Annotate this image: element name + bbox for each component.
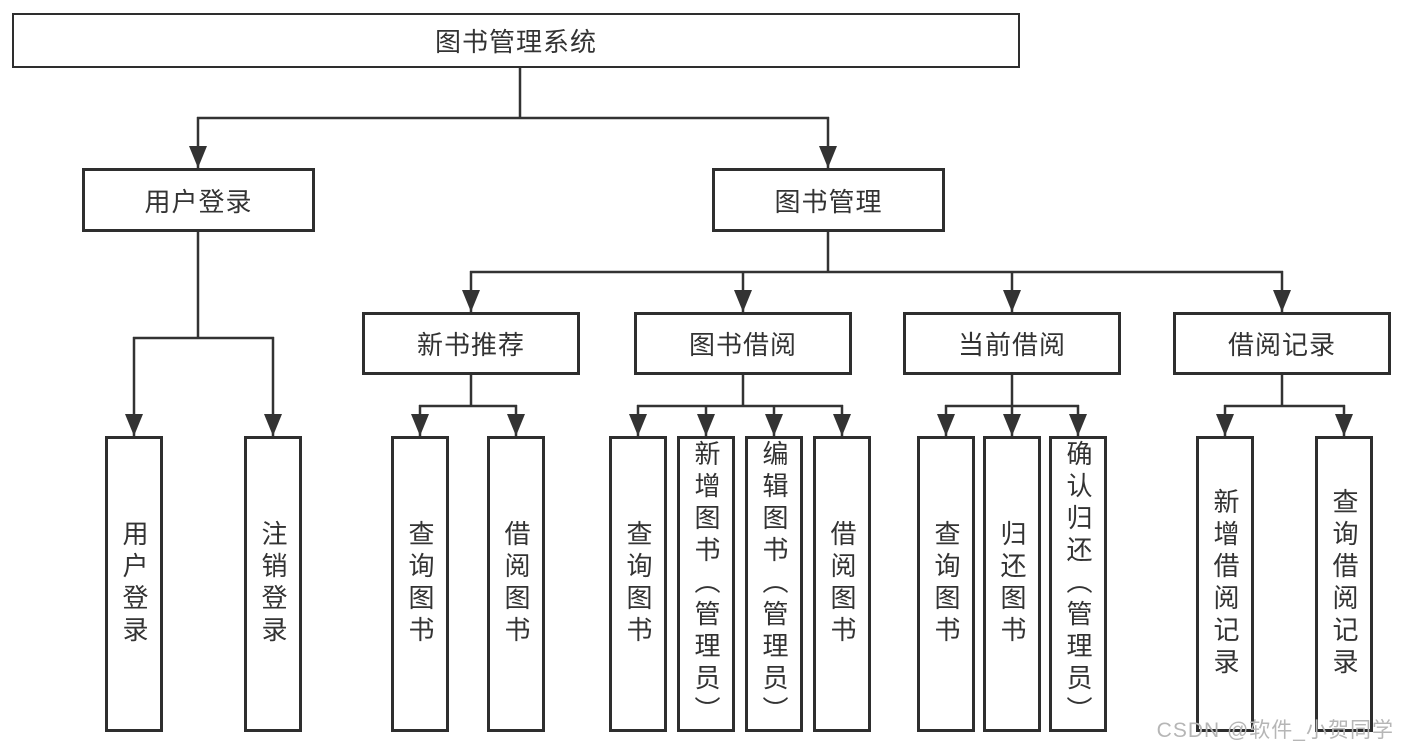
node-library-management-system: 图书管理系统 [12,13,1020,68]
node-new-book-recommendation: 新书推荐 [362,312,580,375]
leaf-logout: 注销登录 [244,436,302,732]
node-label: 新书推荐 [416,330,525,360]
node-label: 注销登录 [258,520,288,648]
leaf-query-books-current: 查询图书 [917,436,975,732]
leaf-add-book-admin: 新增图书（管理员） [677,436,735,732]
node-label: 查询图书 [405,520,435,648]
node-borrowing-records: 借阅记录 [1173,312,1391,375]
node-label: 新增借阅记录 [1210,488,1240,680]
leaf-user-login: 用户登录 [105,436,163,732]
leaf-add-borrow-record: 新增借阅记录 [1196,436,1254,732]
node-book-management: 图书管理 [712,168,945,232]
node-label: 归还图书 [997,520,1027,648]
node-label: 查询借阅记录 [1329,488,1359,680]
leaf-confirm-return-admin: 确认归还（管理员） [1049,436,1107,732]
node-label: 借阅记录 [1227,330,1336,360]
node-label: 编辑图书（管理员） [759,440,789,728]
leaf-return-book: 归还图书 [983,436,1041,732]
node-label: 查询图书 [931,520,961,648]
node-label: 用户登录 [144,186,253,217]
node-label: 当前借阅 [957,330,1066,360]
node-label: 图书借阅 [688,330,797,360]
node-label: 借阅图书 [827,520,857,648]
leaf-query-borrow-record: 查询借阅记录 [1315,436,1373,732]
leaf-borrow-books-recommend: 借阅图书 [487,436,545,732]
node-label: 查询图书 [623,520,653,648]
node-label: 用户登录 [119,520,149,648]
node-book-borrowing: 图书借阅 [634,312,852,375]
leaf-query-books-borrow: 查询图书 [609,436,667,732]
leaf-borrow-books: 借阅图书 [813,436,871,732]
leaf-edit-book-admin: 编辑图书（管理员） [745,436,803,732]
node-label: 新增图书（管理员） [691,440,721,728]
node-label: 确认归还（管理员） [1063,440,1093,728]
node-current-borrowing: 当前借阅 [903,312,1121,375]
node-label: 图书管理 [774,186,883,217]
leaf-query-books-recommend: 查询图书 [391,436,449,732]
node-label: 借阅图书 [501,520,531,648]
node-label: 图书管理系统 [434,27,597,57]
node-user-login: 用户登录 [82,168,315,232]
csdn-watermark: CSDN @软件_小贺同学 [1156,719,1394,742]
